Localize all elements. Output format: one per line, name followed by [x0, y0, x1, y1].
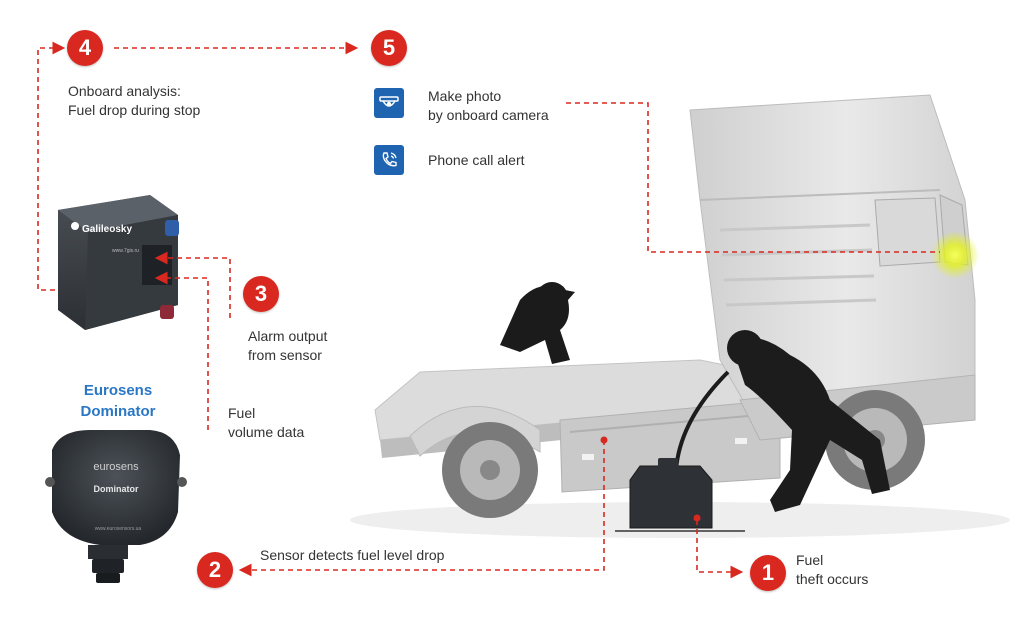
connector-tank-to-2 — [238, 440, 605, 577]
step-5-photo-label: Make photo by onboard camera — [428, 88, 549, 123]
thief-right — [727, 330, 890, 512]
flow-connectors — [37, 41, 940, 579]
sensor-url-text: www.eurosensors.ua — [95, 526, 142, 532]
rear-wheel — [442, 422, 538, 518]
galileosky-tracker: Galileosky www.7gis.ru — [58, 195, 179, 330]
connector-alarm-output — [154, 251, 231, 318]
tracker-url-text: www.7gis.ru — [112, 248, 139, 254]
sensor-model-text: Dominator — [94, 484, 139, 494]
step-5-call-label: Phone call alert — [428, 152, 525, 168]
sensor-title: Eurosens Dominator — [80, 382, 156, 420]
step-2-label: Sensor detects fuel level drop — [260, 547, 445, 563]
phone-call-icon — [374, 145, 404, 175]
step-5-badge: 5 — [371, 30, 407, 66]
step-3-badge: 3 — [243, 276, 279, 312]
sensor-logo-text: eurosens — [93, 461, 139, 473]
tracker-brand-text: Galileosky — [82, 224, 132, 235]
connector-camera — [566, 102, 940, 253]
step-2-badge: 2 — [197, 552, 233, 588]
tank-sensor-dot — [600, 436, 608, 444]
connector-tracker-to-4 — [37, 41, 66, 291]
thief-left — [500, 282, 575, 364]
step-3-alarm-label: Alarm output from sensor — [248, 328, 328, 363]
step-4-badge: 4 — [67, 30, 103, 66]
step-1-badge: 1 — [750, 555, 786, 591]
step-3-fuel-volume-label: Fuel volume data — [228, 405, 305, 440]
eurosens-dominator-sensor: eurosens Dominator www.eurosensors.ua — [45, 430, 187, 583]
camera-icon — [374, 88, 404, 118]
step-1-label: Fuel theft occurs — [796, 552, 869, 587]
onboard-camera-glow — [931, 231, 979, 279]
step-4-label: Onboard analysis: Fuel drop during stop — [68, 83, 201, 118]
fuel-canister — [615, 370, 745, 532]
